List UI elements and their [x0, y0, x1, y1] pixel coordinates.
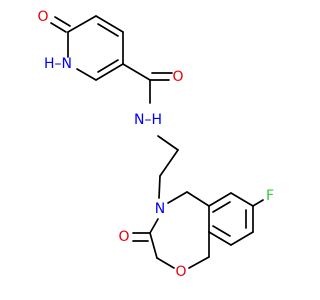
bond-ch2-ch2: [159, 149, 179, 177]
bond-c2-c3-inner: [97, 23, 119, 37]
bond-ar5-ar6: [208, 231, 232, 246]
bond-c4-c5-inner: [97, 59, 119, 73]
bond-oether-ar: [188, 256, 210, 269]
bond-c4-c5: [95, 63, 124, 81]
bond-ch2-nring: [158, 175, 161, 199]
atom-o-ether: O: [175, 264, 186, 280]
bond-namide-ch2: [157, 135, 179, 151]
atom-o-pyridone: O: [37, 9, 48, 25]
bond-ar5-ar6-inner: [212, 225, 231, 237]
bond-ch2-ar: [186, 191, 210, 207]
bond-c1-c2: [67, 15, 97, 33]
bond-c1-o-double: [54, 16, 71, 27]
bond-nring-clactam: [149, 218, 159, 234]
molecule-structure: O H–N O N–H N O O F: [37, 9, 274, 280]
bond-ar3-f: [252, 199, 264, 207]
bond-ar1-ar2: [208, 192, 232, 207]
atom-nh-amide: N–H: [134, 112, 162, 128]
bond-ch2-oether: [156, 257, 175, 269]
bond-ar1-ar2-inner: [212, 201, 231, 213]
bond-ar2-ar3: [230, 192, 254, 207]
bond-ar4-ar5: [230, 231, 254, 246]
bond-c5-n: [76, 68, 97, 81]
atom-nh-pyridone: H–N: [44, 56, 72, 72]
atom-o-amide: O: [172, 69, 183, 85]
atom-f: F: [266, 188, 274, 204]
bond-clactam-ch2: [149, 232, 158, 259]
bond-c1-o: [50, 22, 67, 33]
bond-c4-ccarbonyl: [122, 63, 151, 81]
bond-nring-ch2: [167, 191, 188, 204]
bonds: [50, 15, 264, 269]
atom-n-ring: N: [155, 201, 165, 217]
atom-labels: O H–N O N–H N O O F: [37, 9, 274, 280]
bond-c2-c3: [95, 15, 124, 33]
atom-o-lactam: O: [118, 229, 129, 245]
